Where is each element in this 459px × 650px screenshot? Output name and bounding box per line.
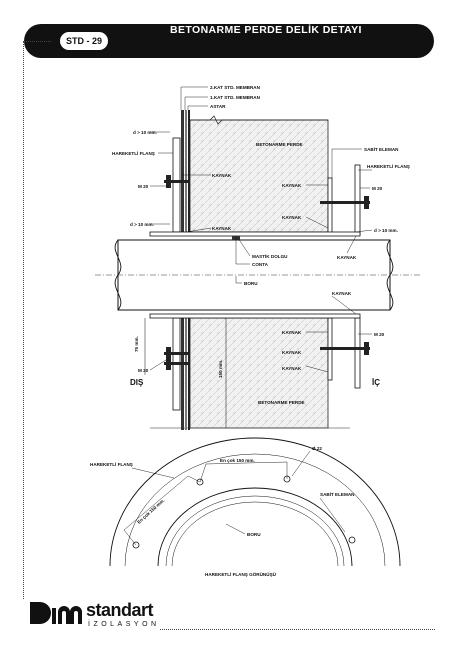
label-d-mid-left: d > 10 mm.	[130, 222, 154, 227]
label-dim-75: 75 mm.	[134, 336, 139, 352]
drawing-code: STD - 29	[60, 32, 108, 50]
brand-subtitle: İZOLASYON	[88, 621, 160, 628]
bolt-hole	[348, 536, 356, 544]
label-sabit: SABİT ELEMAN	[364, 146, 399, 152]
label-dim-150: 150 mm.	[218, 360, 223, 378]
label-m20-right-bot: M 20	[374, 332, 385, 337]
concrete-wall-top	[189, 119, 329, 233]
label-betonarme-top: BETONARME PERDE	[256, 142, 303, 147]
frame-line-top	[23, 41, 51, 42]
section-view: 2.KAT STD. MEMBRAN 1.KAT STD. MEMBRAN AS…	[95, 85, 420, 430]
brand-logo-icon	[30, 602, 82, 624]
label-kaynak-g: KAYNAK	[282, 330, 302, 335]
label-astar: ASTAR	[210, 104, 226, 109]
label-membran-2: 2.KAT STD. MEMBRAN	[210, 85, 261, 90]
flange-outer-arc	[109, 437, 401, 567]
label-kaynak-h: KAYNAK	[282, 350, 302, 355]
flange-inner-arc	[157, 487, 353, 567]
label-mastik: MASTİK DOLGU	[252, 253, 288, 259]
spacing-left-label: En çok 150 mm.	[136, 498, 165, 525]
label-flans-left: HAREKETLİ FLANŞ	[112, 150, 155, 156]
flange-view-caption: HAREKETLİ FLANŞ GÖRÜNÜŞÜ	[205, 571, 277, 577]
label-dis: DIŞ	[130, 378, 144, 387]
label-kaynak-i: KAYNAK	[282, 366, 302, 371]
frame-line-left	[23, 41, 24, 599]
label-d-right: d > 10 mm.	[374, 228, 398, 233]
label-boru: BORU	[244, 281, 258, 286]
label-m20-left-bot: M 20	[138, 368, 149, 373]
label-m20-right-top: M 20	[372, 186, 383, 191]
label-kaynak-b: KAYNAK	[212, 226, 232, 231]
label-kaynak-d: KAYNAK	[282, 215, 302, 220]
fixed-element-label: SABİT ELEMAN	[320, 491, 355, 497]
label-d-top-left: d > 10 mm.	[133, 130, 157, 135]
label-flans-right: HAREKETLİ FLANŞ	[367, 163, 410, 169]
concrete-wall-bottom	[189, 317, 329, 429]
header-bar: STD - 29 BETONARME PERDE DELİK DETAYI	[24, 24, 434, 58]
spacing-top-label: En çok 150 mm.	[220, 458, 255, 463]
label-kaynak-c: KAYNAK	[282, 183, 302, 188]
label-kaynak-a: KAYNAK	[212, 173, 232, 178]
flange-label: HAREKETLİ FLANŞ	[90, 461, 133, 467]
hole-diameter-label: Ø 22	[312, 446, 322, 451]
label-m20-left-top: M 20	[138, 184, 149, 189]
brand-name: standart	[86, 600, 154, 620]
label-betonarme-bottom: BETONARME PERDE	[258, 400, 305, 405]
label-ic: İÇ	[372, 378, 380, 387]
label-membran-1: 1.KAT STD. MEMBRAN	[210, 95, 261, 100]
drawing-title: BETONARME PERDE DELİK DETAYI	[170, 24, 362, 36]
label-conta: CONTA	[252, 262, 269, 267]
flange-view: HAREKETLİ FLANŞ En çok 150 mm. En çok 15…	[90, 437, 401, 577]
pipe-label: BORU	[247, 532, 261, 537]
label-kaynak-f: KAYNAK	[332, 291, 352, 296]
label-kaynak-e: KAYNAK	[337, 255, 357, 260]
frame-line-bottom	[160, 629, 435, 630]
